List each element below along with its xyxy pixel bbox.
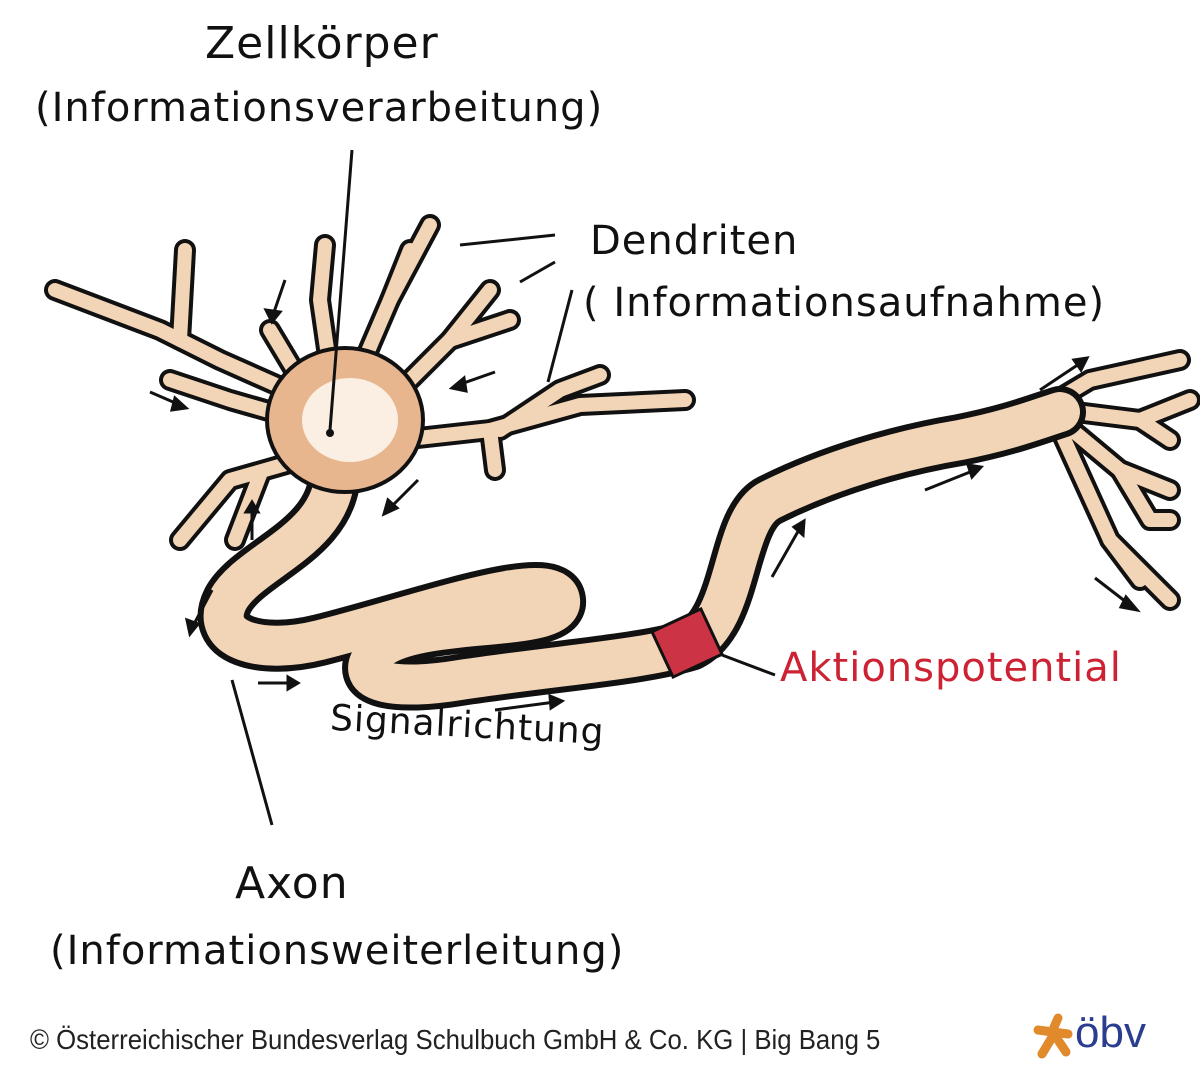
signal-arrows — [149, 279, 1141, 712]
action-potential-label: Aktionspotential — [780, 645, 1122, 691]
dendrites-fill — [48, 218, 1197, 607]
pointer-lines — [230, 149, 776, 826]
axon-role-label: (Informationsweiterleitung) — [50, 928, 625, 974]
dendrites-label: Dendriten — [590, 218, 799, 264]
axon-label: Axon — [235, 858, 349, 909]
copyright-footer: © Österreichischer Bundesverlag Schulbuc… — [30, 1024, 881, 1055]
obv-logo-text: öbv — [1075, 1008, 1146, 1057]
cell-body-role-label: (Informationsverarbeitung) — [35, 85, 604, 131]
cell-body-label: Zellkörper — [205, 18, 439, 69]
axon-fill — [203, 392, 1080, 705]
nucleus-dot — [326, 429, 334, 437]
cell-body-highlight — [302, 378, 398, 462]
obv-logo-icon — [1033, 1013, 1073, 1059]
dendrites-role-label: ( Informationsaufnahme) — [583, 280, 1106, 326]
action-potential-marker — [649, 606, 725, 680]
